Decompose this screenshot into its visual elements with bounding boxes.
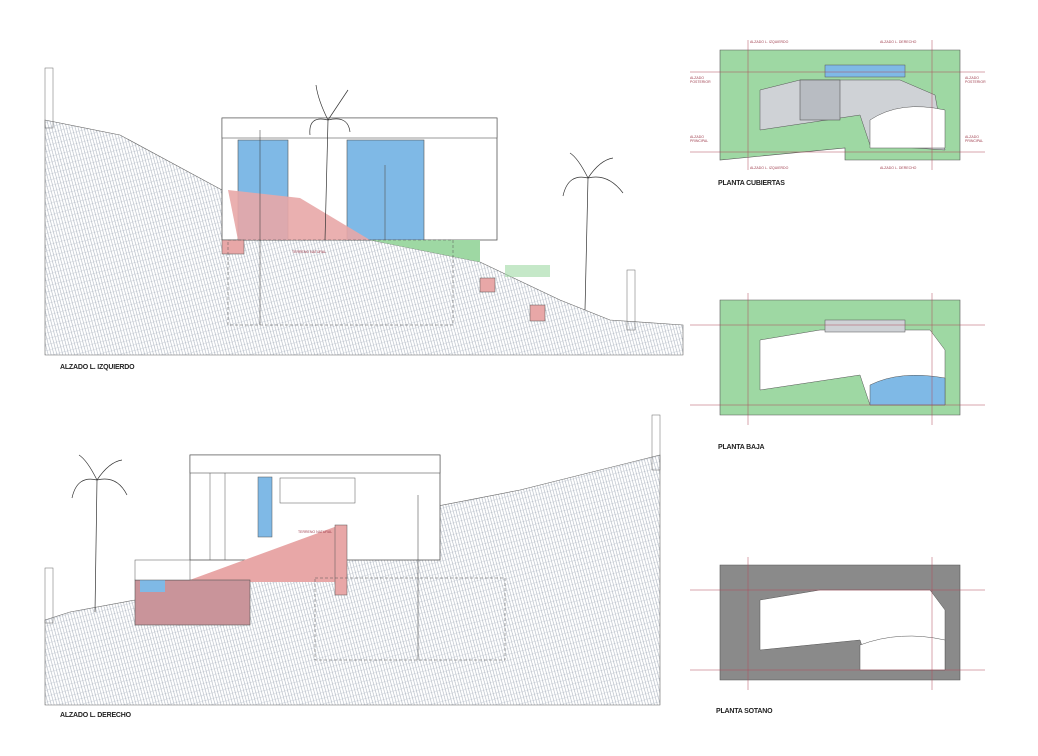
marker-left: ALZADO L. IZQUIERDO (750, 40, 789, 44)
plan-basement (690, 557, 985, 690)
marker-left-bottom: ALZADO L. IZQUIERDO (750, 166, 789, 170)
marker-right-bottom: ALZADO L. DERECHO (880, 166, 917, 170)
ground-note-2: TERRENO NATURAL (298, 530, 333, 534)
plan-roof-title: PLANTA CUBIERTAS (718, 180, 785, 187)
marker-front-right: ALZADO PRINCIPAL (965, 135, 984, 143)
elevation-right-side (44, 414, 661, 706)
marker-rear-left: ALZADO POSTERIOR (690, 76, 711, 84)
plan-roof (690, 40, 985, 170)
elevation-left-side (44, 67, 684, 356)
elevation-left-title: ALZADO L. IZQUIERDO (60, 364, 135, 371)
plan-ground-floor (690, 293, 985, 425)
marker-front-left: ALZADO PRINCIPAL (690, 135, 709, 143)
marker-rear-right: ALZADO POSTERIOR (965, 76, 986, 84)
plan-basement-title: PLANTA SOTANO (716, 708, 773, 715)
marker-right: ALZADO L. DERECHO (880, 40, 917, 44)
elevation-right-title: ALZADO L. DERECHO (60, 712, 131, 719)
ground-note-1: TERRENO NATURAL (292, 250, 327, 254)
plan-ground-title: PLANTA BAJA (718, 444, 765, 451)
